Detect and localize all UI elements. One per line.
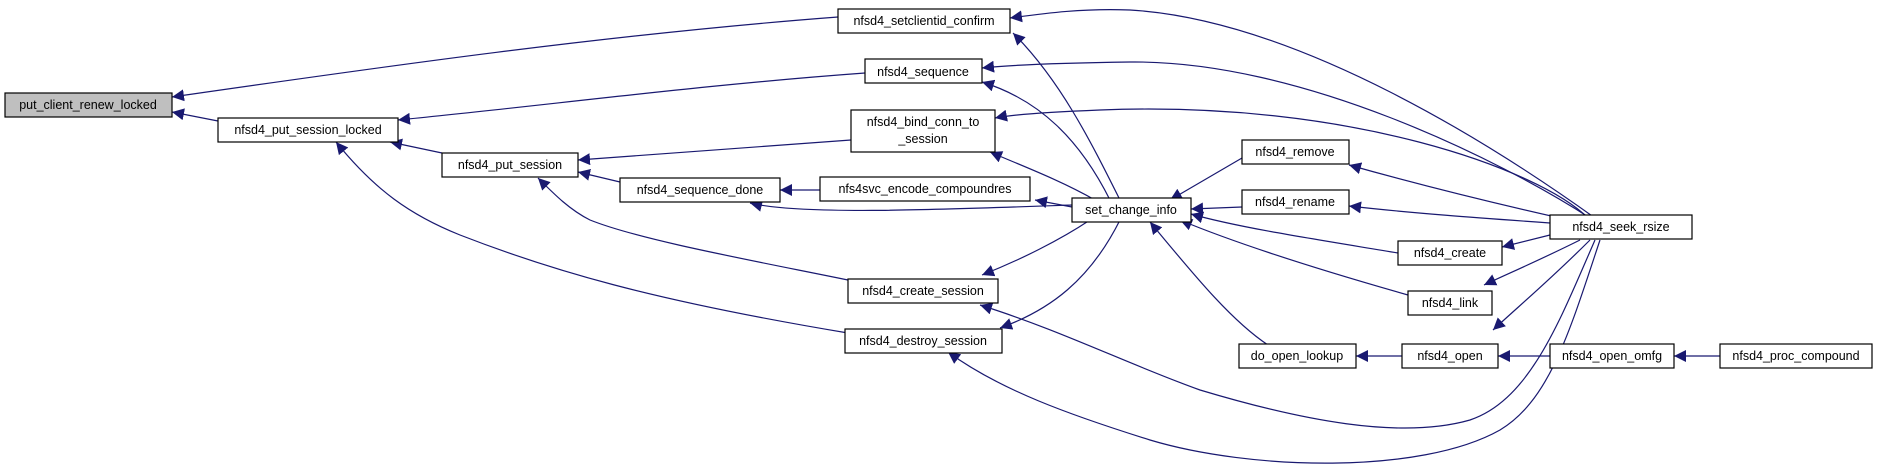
- node-nfsd4-put-session-locked[interactable]: nfsd4_put_session_locked: [217, 117, 399, 143]
- node-nfsd4-link[interactable]: nfsd4_link: [1407, 290, 1493, 316]
- edge-remove-to-set-change-info: [1169, 157, 1243, 201]
- node-label: do_open_lookup: [1251, 349, 1343, 363]
- node-do-open-lookup[interactable]: do_open_lookup: [1238, 343, 1357, 369]
- edge-set-change-info-to-sequence-done: [749, 199, 1073, 212]
- edge-set-change-info-to-setclientid-confirm: [1012, 32, 1121, 201]
- node-label: nfsd4_seek_rsize: [1572, 220, 1669, 234]
- node-nfsd4-open[interactable]: nfsd4_open: [1401, 343, 1499, 369]
- node-nfsd4-put-session[interactable]: nfsd4_put_session: [441, 152, 579, 178]
- node-label: set_change_info: [1085, 203, 1177, 217]
- edge-sequence-done-to-put-session: [577, 168, 621, 183]
- edge-seek-rsize-to-rename: [1348, 201, 1551, 224]
- edge-set-change-info-to-create-session: [981, 219, 1091, 277]
- node-label: nfsd4_create: [1414, 246, 1486, 260]
- node-label: nfsd4_link: [1422, 296, 1479, 310]
- graph-nodes: put_client_renew_locked nfsd4_put_sessio…: [4, 8, 1873, 369]
- node-label: _session: [897, 132, 947, 146]
- node-nfsd4-proc-compound[interactable]: nfsd4_proc_compound: [1719, 343, 1873, 369]
- node-label: nfsd4_setclientid_confirm: [853, 14, 994, 28]
- node-nfs4svc-encode-compoundres[interactable]: nfs4svc_encode_compoundres: [819, 176, 1031, 202]
- node-nfsd4-setclientid-confirm[interactable]: nfsd4_setclientid_confirm: [837, 8, 1011, 34]
- node-label: nfsd4_destroy_session: [859, 334, 987, 348]
- node-label: put_client_renew_locked: [19, 98, 157, 112]
- edge-seek-rsize-to-remove: [1348, 162, 1561, 219]
- edge-seek-rsize-to-link: [1483, 239, 1581, 286]
- node-put-client-renew-locked[interactable]: put_client_renew_locked: [4, 92, 173, 118]
- node-nfsd4-destroy-session[interactable]: nfsd4_destroy_session: [844, 328, 1003, 354]
- edge-put-session-locked-to-put-client-renew: [171, 108, 219, 122]
- edge-seek-rsize-to-create: [1501, 234, 1551, 250]
- edge-seek-rsize-to-create-session: [979, 239, 1596, 429]
- edge-set-change-info-to-destroy-session: [999, 219, 1121, 330]
- node-label: nfsd4_sequence_done: [637, 183, 764, 197]
- edge-destroy-session-to-put-session-locked: [335, 141, 849, 334]
- edge-rename-to-set-change-info: [1190, 202, 1243, 215]
- edge-setclientid-confirm-to-put-client-renew: [171, 16, 839, 102]
- node-label: nfsd4_proc_compound: [1732, 349, 1859, 363]
- edge-do-open-lookup-to-set-change-info: [1149, 221, 1269, 346]
- node-nfsd4-sequence[interactable]: nfsd4_sequence: [864, 58, 983, 84]
- node-label: nfsd4_create_session: [862, 284, 984, 298]
- node-label: nfsd4_open: [1417, 349, 1482, 363]
- node-nfsd4-create-session[interactable]: nfsd4_create_session: [847, 278, 999, 304]
- edge-create-to-set-change-info: [1190, 211, 1399, 254]
- node-label: nfsd4_rename: [1255, 195, 1335, 209]
- edge-sequence-to-put-session-locked: [397, 72, 866, 125]
- node-nfsd4-sequence-done[interactable]: nfsd4_sequence_done: [619, 177, 781, 203]
- node-nfsd4-create[interactable]: nfsd4_create: [1397, 240, 1503, 266]
- node-nfsd4-remove[interactable]: nfsd4_remove: [1241, 139, 1350, 165]
- node-label: nfsd4_put_session: [458, 158, 562, 172]
- edge-create-session-to-put-session: [537, 177, 849, 281]
- node-label: nfsd4_bind_conn_to: [867, 115, 980, 129]
- edge-seek-rsize-to-bind-conn: [994, 108, 1589, 219]
- edge-set-change-info-to-sequence: [981, 79, 1111, 201]
- edge-seek-rsize-to-open: [1492, 239, 1591, 331]
- edge-bind-conn-to-put-session: [577, 139, 852, 166]
- node-nfsd4-seek-rsize[interactable]: nfsd4_seek_rsize: [1549, 214, 1693, 240]
- node-label: nfsd4_sequence: [877, 65, 969, 79]
- node-label: nfsd4_put_session_locked: [234, 123, 381, 137]
- node-label: nfsd4_remove: [1255, 145, 1334, 159]
- node-label: nfs4svc_encode_compoundres: [838, 182, 1011, 196]
- node-nfsd4-open-omfg[interactable]: nfsd4_open_omfg: [1549, 343, 1675, 369]
- edge-link-to-set-change-info: [1179, 219, 1409, 296]
- edge-seek-rsize-to-setclientid-confirm: [1009, 9, 1596, 219]
- node-set-change-info[interactable]: set_change_info: [1071, 197, 1192, 223]
- edge-set-change-info-to-bind-conn: [989, 151, 1096, 201]
- edge-put-session-to-put-session-locked: [389, 138, 443, 154]
- node-nfsd4-rename[interactable]: nfsd4_rename: [1241, 189, 1350, 215]
- node-label: nfsd4_open_omfg: [1562, 349, 1662, 363]
- node-nfsd4-bind-conn-to-session[interactable]: nfsd4_bind_conn_to _session: [850, 109, 996, 153]
- edge-set-change-info-to-encode-compoundres: [1034, 196, 1073, 209]
